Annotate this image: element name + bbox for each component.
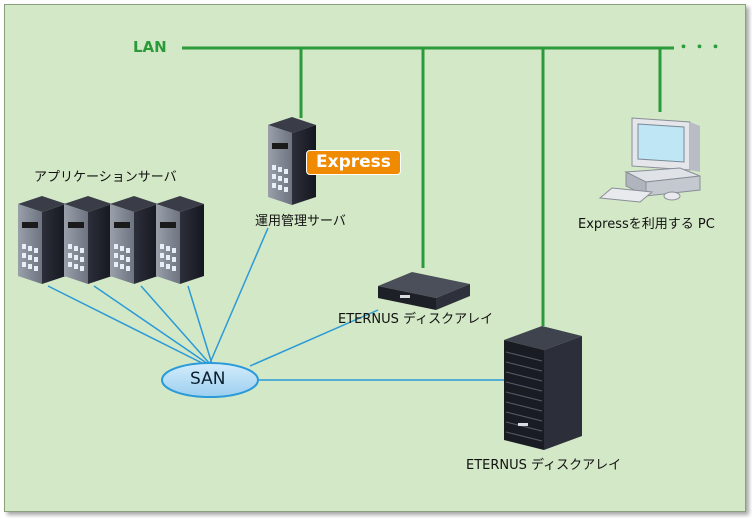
san-label: SAN [190, 369, 226, 389]
pc-label: Expressを利用する PC [578, 217, 715, 232]
eternus-large-icon [504, 326, 582, 450]
mgmt-server-label: 運用管理サーバ [255, 214, 346, 229]
pc-icon [598, 117, 701, 203]
application-servers [18, 196, 204, 284]
lan-lines [182, 46, 674, 326]
eternus-small-label: ETERNUS ディスクアレイ [338, 312, 494, 327]
eternus-large-label: ETERNUS ディスクアレイ [466, 458, 622, 473]
app-servers-label: アプリケーションサーバ [34, 170, 177, 185]
eternus-small-icon [378, 272, 470, 310]
lan-continuation: ・・・ [676, 38, 725, 56]
lan-label: LAN [133, 38, 167, 56]
express-badge: Express [306, 150, 401, 175]
san-links [47, 227, 505, 381]
san-cloud [161, 362, 259, 398]
